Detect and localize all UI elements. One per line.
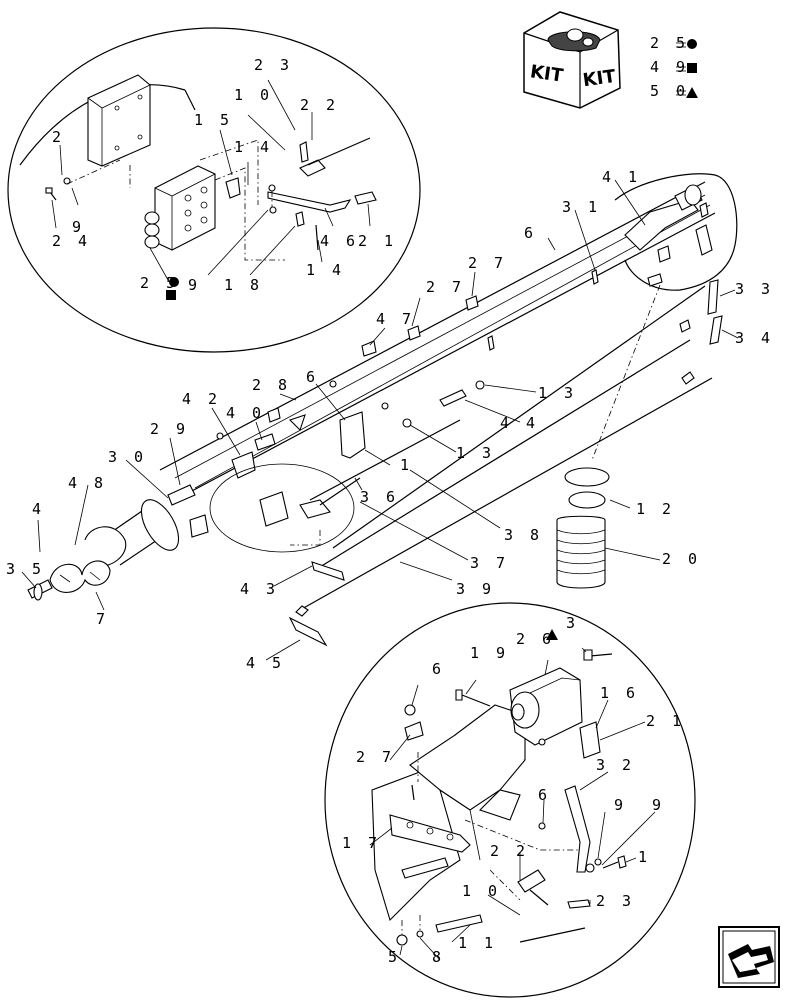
label-35: 3 5 xyxy=(6,560,45,578)
triangle-marker xyxy=(546,629,558,640)
label-18: 1 8 xyxy=(224,276,263,294)
label-9c: 9 xyxy=(614,796,627,814)
label-20: 2 0 xyxy=(662,550,701,568)
label-6c: 6 xyxy=(432,660,445,678)
label-39: 3 9 xyxy=(456,580,495,598)
kit-legend: 2 5 4 9 5 0 xyxy=(650,34,698,100)
label-13b: 1 3 xyxy=(456,444,495,462)
label-7: 7 xyxy=(96,610,109,628)
label-22a: 2 2 xyxy=(300,96,339,114)
label-4: 4 xyxy=(32,500,45,518)
label-45: 4 5 xyxy=(246,654,285,672)
label-9a: 9 xyxy=(72,218,85,236)
label-6d: 6 xyxy=(538,786,551,804)
hose-part xyxy=(556,515,606,589)
circle-marker xyxy=(169,277,179,287)
label-19: 1 9 xyxy=(470,644,509,662)
label-22b: 2 2 xyxy=(490,842,529,860)
label-46: 4 6 xyxy=(320,232,359,250)
motor-part xyxy=(509,667,583,746)
label-14a: 1 4 xyxy=(234,138,273,156)
label-31: 3 1 xyxy=(562,198,601,216)
detail-ellipse-bottom xyxy=(324,602,696,998)
back-arrow-icon xyxy=(718,926,780,988)
legend-triangle-marker xyxy=(686,87,698,98)
label-48: 4 8 xyxy=(68,474,107,492)
label-34: 3 4 xyxy=(735,329,774,347)
label-10a: 1 0 xyxy=(234,86,273,104)
label-41: 4 1 xyxy=(602,168,641,186)
label-27a: 2 7 xyxy=(468,254,507,272)
back-navigation-button[interactable] xyxy=(718,926,780,988)
label-2: 2 xyxy=(52,128,65,146)
label-30: 3 0 xyxy=(108,448,147,466)
square-marker xyxy=(166,290,176,300)
label-25: 2 5 xyxy=(140,274,179,292)
label-12: 1 2 xyxy=(636,500,675,518)
label-28: 2 8 xyxy=(252,376,291,394)
label-15: 1 5 xyxy=(194,111,233,129)
label-3: 3 xyxy=(566,614,579,632)
label-38: 3 8 xyxy=(504,526,543,544)
detail-ellipse-top xyxy=(7,27,421,353)
label-14b: 1 4 xyxy=(306,261,345,279)
label-42: 4 2 xyxy=(182,390,221,408)
label-23a: 2 3 xyxy=(254,56,293,74)
label-21a: 2 1 xyxy=(358,232,397,250)
kit-label-right: KIT xyxy=(581,66,617,91)
label-36: 3 6 xyxy=(360,488,399,506)
label-27b: 2 7 xyxy=(426,278,465,296)
auger-tube xyxy=(21,173,739,661)
label-27c: 2 7 xyxy=(356,748,395,766)
label-26: 2 6 xyxy=(516,630,555,648)
label-17: 1 7 xyxy=(342,834,381,852)
legend-num-25: 2 5 xyxy=(650,34,689,52)
kit-label-left: KIT xyxy=(529,61,565,86)
label-37: 3 7 xyxy=(470,554,509,572)
label-6a: 6 xyxy=(524,224,537,242)
label-16: 1 6 xyxy=(600,684,639,702)
label-9b: 9 xyxy=(188,276,201,294)
label-9d: 9 xyxy=(652,796,665,814)
label-40: 4 0 xyxy=(226,404,265,422)
label-1b: 1 xyxy=(638,848,651,866)
legend-circle-marker xyxy=(687,39,697,49)
legend-num-49: 4 9 xyxy=(650,58,689,76)
label-1a: 1 xyxy=(400,456,413,474)
label-23b: 2 3 xyxy=(596,892,635,910)
label-8: 8 xyxy=(432,948,445,966)
legend-square-marker xyxy=(687,63,697,73)
label-10b: 1 0 xyxy=(462,882,501,900)
label-47: 4 7 xyxy=(376,310,415,328)
kit-box: KIT KIT xyxy=(523,11,621,109)
label-21b: 2 1 xyxy=(646,712,685,730)
label-5: 5 xyxy=(388,948,401,966)
label-32: 3 2 xyxy=(596,756,635,774)
label-24: 2 4 xyxy=(52,232,91,250)
label-43: 4 3 xyxy=(240,580,279,598)
label-29: 2 9 xyxy=(150,420,189,438)
label-44: 4 4 xyxy=(500,414,539,432)
label-33: 3 3 xyxy=(735,280,774,298)
legend-num-50: 5 0 xyxy=(650,82,689,100)
label-13a: 1 3 xyxy=(538,384,577,402)
label-6b: 6 xyxy=(306,368,319,386)
label-11: 1 1 xyxy=(458,934,497,952)
callout-labels: 2 3 1 0 2 2 1 5 2 1 4 9 2 4 4 6 2 1 1 4 … xyxy=(6,56,774,966)
